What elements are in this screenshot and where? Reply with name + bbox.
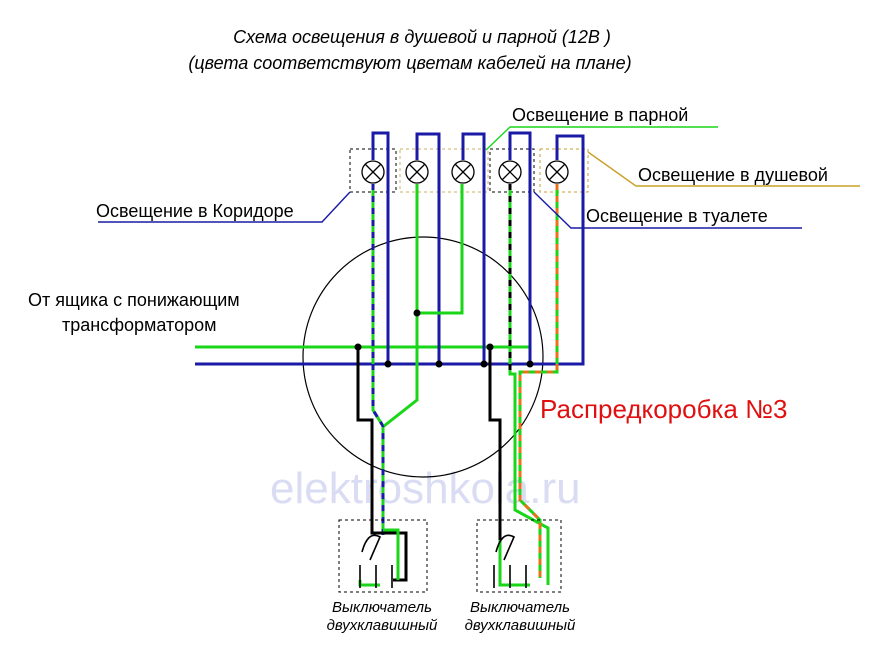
toilet-label: Освещение в туалете (586, 206, 768, 226)
switch-1-label-line-1: Выключатель (332, 599, 432, 616)
title-line-1: Схема освещения в душевой и парной (12В … (233, 27, 611, 47)
shower-leader-line (587, 151, 860, 187)
steam-lamps-link-green-wire (383, 313, 419, 428)
steam-lamps-return-green-wire (415, 184, 464, 315)
junction-dot (435, 360, 443, 368)
junction-box-circle (302, 236, 544, 478)
toilet-lamp-box (489, 148, 535, 193)
junction-box-label: Распредкоробка №3 (540, 394, 787, 424)
corridor-lamp-return-wire-blue (371, 184, 385, 535)
shower-lamp-return-wire (518, 184, 559, 578)
toilet-lamp-blue-wire (508, 131, 532, 364)
steam-leader-line (485, 126, 718, 151)
source-label-line-1: От ящика с понижающим (28, 290, 240, 310)
corridor-lamp-blue-wire (371, 131, 390, 364)
switch-2-label-line-1: Выключатель (470, 599, 570, 616)
switch-2-feed-wire (488, 347, 502, 540)
junction-dot (384, 360, 392, 368)
feed-blue-wire (195, 134, 585, 366)
shower-lamp-return-wire-orange (518, 184, 559, 578)
junction-dot (486, 343, 494, 351)
steam-lamp-1-blue-wire (415, 132, 441, 364)
corridor-leader-line (98, 191, 351, 223)
steam-lamp-2-blue-wire (461, 132, 486, 364)
corridor-lamp-icon (361, 160, 385, 184)
steam-room-label: Освещение в парной (512, 105, 688, 125)
steam-lamp-box (399, 148, 489, 193)
junction-dot (480, 360, 488, 368)
toilet-leader-line (533, 191, 802, 229)
corridor-label: Освещение в Коридоре (96, 201, 294, 221)
switch-2-label-line-2: двухклавишный (465, 617, 576, 634)
title-line-2: (цвета соответствуют цветам кабелей на п… (188, 53, 631, 73)
junction-dot (526, 360, 534, 368)
switch-2-box (476, 519, 562, 593)
watermark: elektroshkola.ru (270, 464, 581, 513)
shower-lamp-box (539, 148, 589, 193)
switch-1-box (338, 519, 428, 593)
junction-dot (354, 343, 362, 351)
steam-lamp-1-icon (405, 160, 429, 184)
steam-lamp-2-icon (451, 160, 475, 184)
switch-1-lamp-wire (358, 580, 380, 587)
source-label-line-2: трансформатором (62, 315, 216, 335)
toilet-lamp-icon (498, 160, 522, 184)
switch-1-green-wire (383, 528, 400, 580)
junction-dot (413, 309, 421, 317)
shower-label: Освещение в душевой (638, 165, 828, 185)
switch-2-green-wire (498, 540, 530, 587)
switch-2-key-icon (493, 534, 527, 588)
corridor-lamp-box (349, 148, 397, 193)
shower-lamp-icon (545, 160, 569, 184)
switch-1-key-icon (359, 534, 393, 588)
switch-1-feed-wire (356, 347, 408, 582)
switch-1-label-line-2: двухклавишный (327, 617, 438, 634)
